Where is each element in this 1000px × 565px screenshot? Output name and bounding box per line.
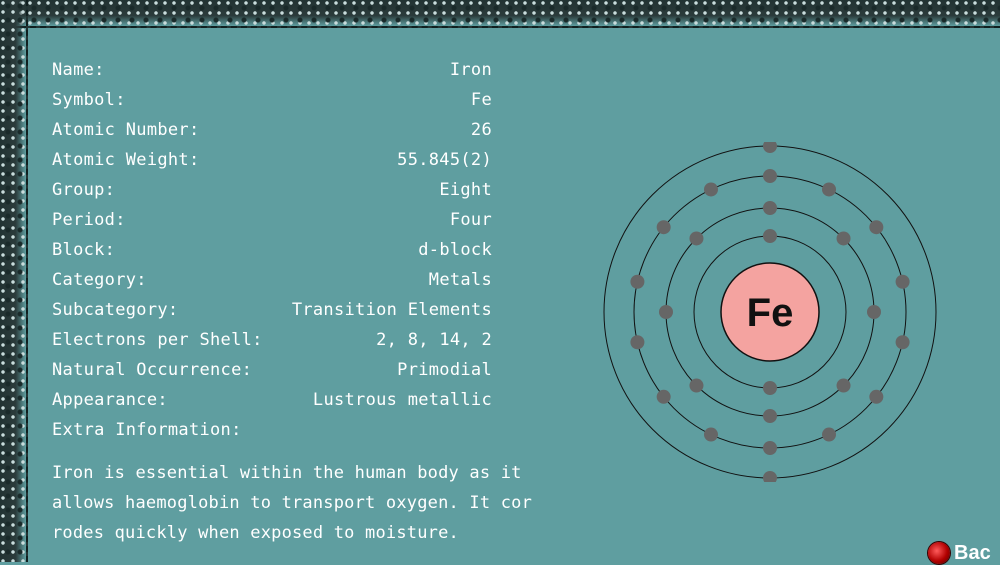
atomic-weight-label: Atomic Weight: [52,150,200,170]
category-label: Category: [52,270,147,290]
electron [822,427,837,442]
electron [763,409,777,423]
name-value: Iron [449,60,492,80]
symbol-value: Fe [470,90,492,110]
electron [763,169,777,183]
back-button[interactable]: Bac [928,542,991,564]
info-row-appearance: Appearance: Lustrous metallic [52,385,492,415]
electrons-per-shell-label: Electrons per Shell: [52,330,263,350]
decorative-border-left [0,0,28,562]
electron [630,335,645,350]
electron [763,201,777,215]
electron [703,427,718,442]
electron [763,142,777,153]
info-row-name: Name: Iron [52,55,492,85]
electron [869,220,884,235]
natural-occurrence-value: Primodial [397,360,492,380]
natural-occurrence-label: Natural Occurrence: [52,360,253,380]
appearance-value: Lustrous metallic [312,390,492,410]
name-label: Name: [52,60,105,80]
electron [656,389,671,404]
electron [656,220,671,235]
atomic-weight-value: 55.845(2) [397,150,492,170]
info-row-symbol: Symbol: Fe [52,85,492,115]
back-button-label: Bac [954,541,991,564]
element-info-table: Name: Iron Symbol: Fe Atomic Number: 26 … [52,55,492,445]
block-label: Block: [52,240,116,260]
atomic-number-value: 26 [470,120,492,140]
symbol-label: Symbol: [52,90,126,110]
electron [867,305,881,319]
electron [822,182,837,197]
category-value: Metals [428,270,492,290]
electrons-per-shell-value: 2, 8, 14, 2 [376,330,492,350]
electron [895,335,910,350]
electron [689,378,704,393]
electron [703,182,718,197]
bohr-atom-diagram: Fe [603,142,937,482]
info-row-electrons-per-shell: Electrons per Shell: 2, 8, 14, 2 [52,325,492,355]
red-orb-icon [928,542,950,564]
electron [895,274,910,289]
electron [659,305,673,319]
info-row-natural-occurrence: Natural Occurrence: Primodial [52,355,492,385]
info-row-extra-information: Extra Information: [52,415,492,445]
info-row-category: Category: Metals [52,265,492,295]
period-label: Period: [52,210,126,230]
subcategory-label: Subcategory: [52,300,179,320]
electron [763,471,777,482]
info-row-group: Group: Eight [52,175,492,205]
electron [763,381,777,395]
block-value: d-block [418,240,492,260]
info-row-block: Block: d-block [52,235,492,265]
subcategory-value: Transition Elements [291,300,492,320]
period-value: Four [449,210,492,230]
info-row-period: Period: Four [52,205,492,235]
electron [836,231,851,246]
electron [763,441,777,455]
electron [630,274,645,289]
electron [763,229,777,243]
nucleus-symbol: Fe [747,291,794,335]
info-row-subcategory: Subcategory: Transition Elements [52,295,492,325]
appearance-label: Appearance: [52,390,168,410]
electron [689,231,704,246]
extra-information-label: Extra Information: [52,420,242,440]
info-row-atomic-number: Atomic Number: 26 [52,115,492,145]
decorative-border-top [0,0,1000,28]
group-label: Group: [52,180,116,200]
electron [836,378,851,393]
nucleus [720,262,820,362]
electron [869,389,884,404]
atomic-number-label: Atomic Number: [52,120,200,140]
extra-information-text: Iron is essential within the human body … [52,463,533,543]
info-row-atomic-weight: Atomic Weight: 55.845(2) [52,145,492,175]
group-value: Eight [439,180,492,200]
electrons-group [630,142,910,482]
